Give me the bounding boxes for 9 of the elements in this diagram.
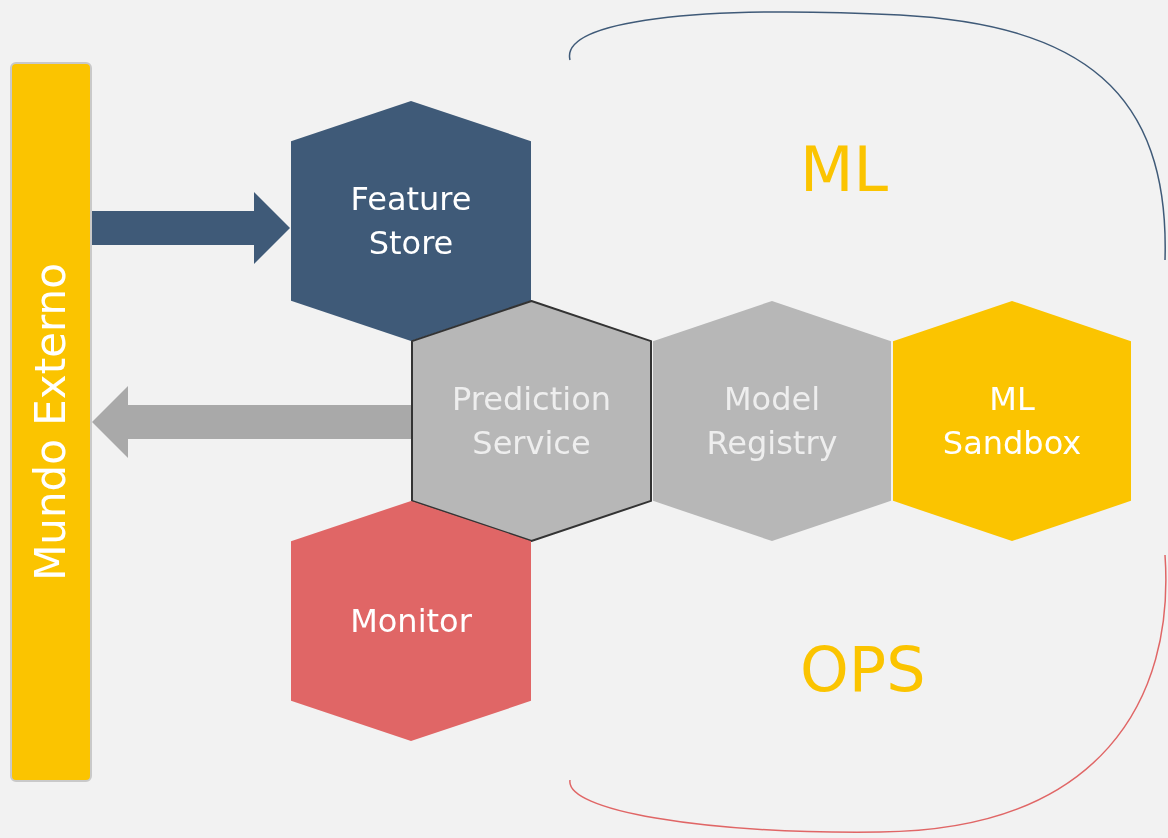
- section-label: OPS: [800, 632, 926, 708]
- vertical-bar: [10, 62, 92, 782]
- node-label: ML Sandbox: [941, 379, 1083, 464]
- node-label: Monitor: [349, 601, 473, 642]
- node-label: Feature Store: [349, 179, 473, 264]
- arrow: [92, 192, 290, 264]
- arrow: [92, 386, 411, 458]
- node-label: Mundo Externo: [30, 263, 72, 581]
- section-label: ML: [800, 132, 889, 208]
